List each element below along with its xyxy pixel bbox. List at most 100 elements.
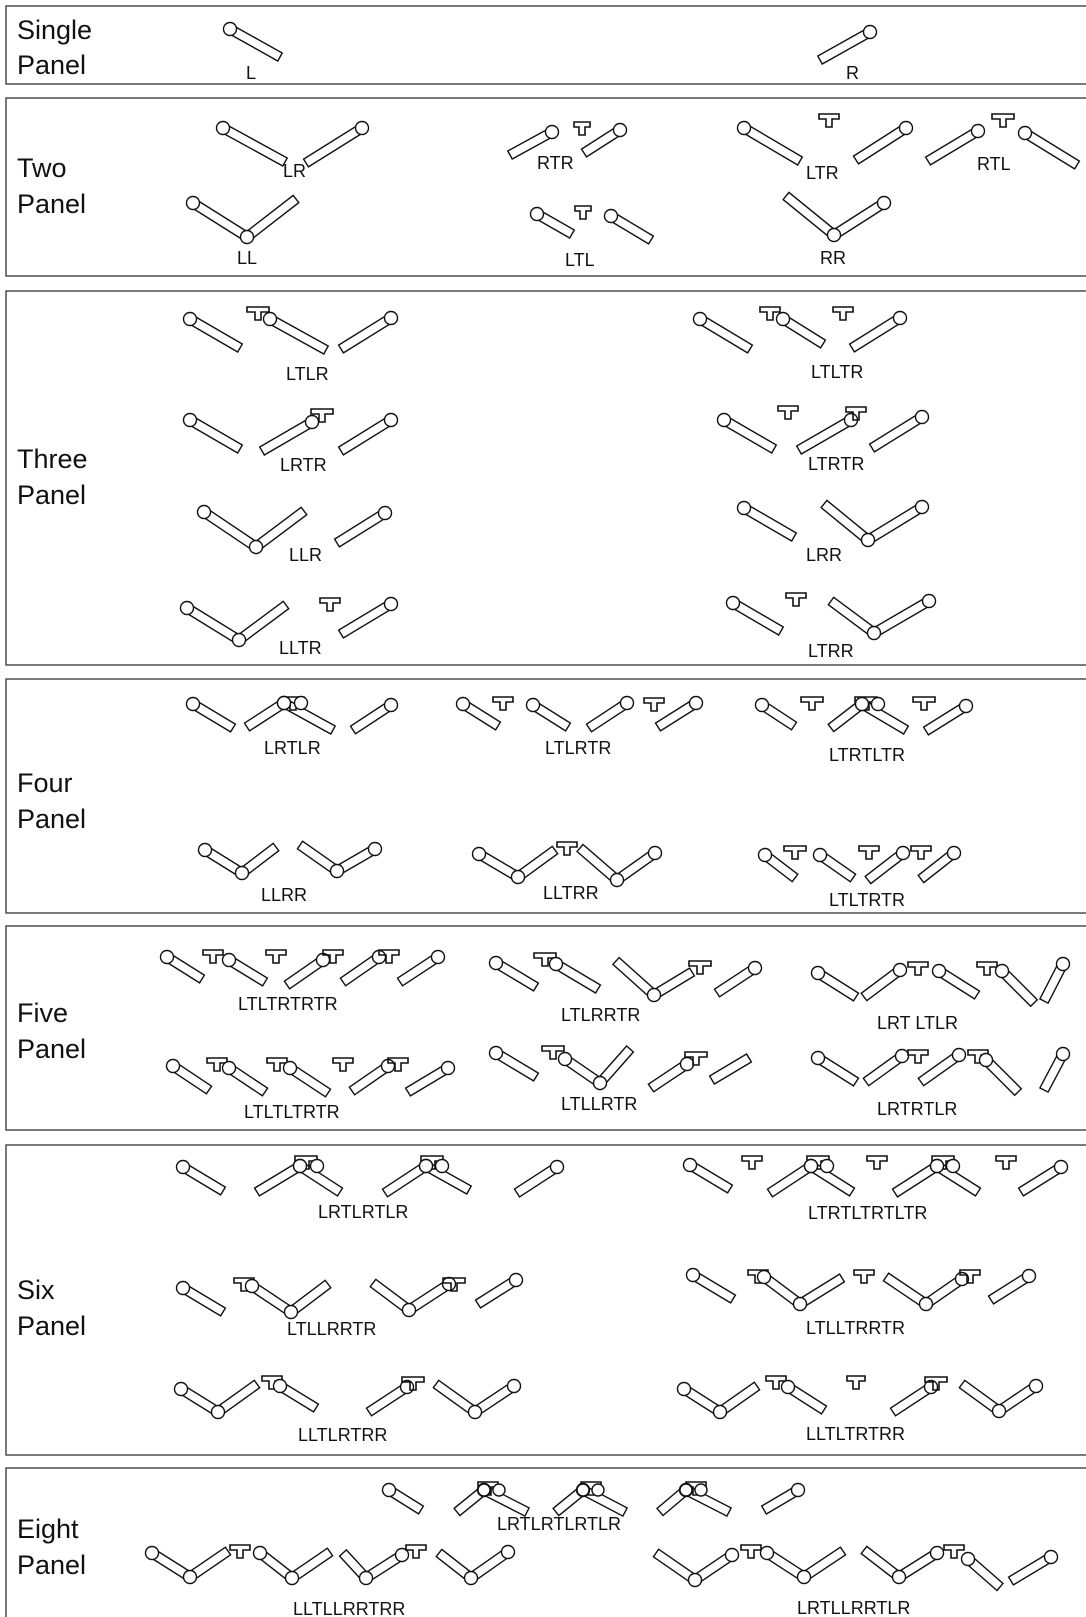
hinge-circle	[383, 412, 399, 428]
hinge-circle	[508, 1272, 524, 1288]
hinge-circle	[810, 965, 826, 981]
t-joint-icon	[541, 1045, 565, 1060]
section-title-line2: Panel	[17, 1550, 86, 1580]
section-title-line1: Two	[17, 153, 67, 183]
hinge-circle	[1055, 1046, 1071, 1062]
config-label: LTRR	[808, 641, 854, 661]
hinge-circle	[736, 500, 752, 516]
hinge-circle	[510, 869, 526, 885]
t-joint-icon	[206, 1057, 228, 1072]
config-label: RR	[820, 248, 846, 268]
hinge-circle	[862, 24, 878, 40]
hinge-circle	[144, 1545, 160, 1561]
section-title-line1: Single	[17, 15, 92, 45]
hinge-circle	[876, 195, 892, 211]
hinge-circle	[592, 1075, 608, 1091]
hinge-circle	[293, 695, 309, 711]
hinge-circle	[455, 696, 471, 712]
hinge-circle	[676, 1381, 692, 1397]
config-label: LRTR	[280, 455, 327, 475]
hinge-circle	[792, 1296, 808, 1312]
t-joint-icon	[332, 1057, 354, 1072]
hinge-circle	[182, 311, 198, 327]
t-joint-icon	[387, 1057, 409, 1072]
hinge-circle	[175, 1280, 191, 1296]
hinge-circle	[803, 1158, 819, 1174]
t-joint-icon	[907, 961, 929, 976]
hinge-circle	[215, 120, 231, 136]
hinge-circle	[892, 962, 908, 978]
hinge-circle	[870, 696, 886, 712]
hinge-circle	[1053, 1159, 1069, 1175]
hinge-circle	[892, 310, 908, 326]
config-label: LTLTRTR	[829, 890, 905, 910]
hinge-circle	[736, 120, 752, 136]
hinge-circle	[231, 632, 247, 648]
t-joint-icon	[740, 1544, 762, 1559]
section-title-line1: Six	[17, 1275, 55, 1305]
config-label: LLTLRTRR	[298, 1425, 387, 1445]
panel-glyphs	[144, 21, 1081, 1592]
hinge-circle	[991, 1403, 1007, 1419]
t-joint-icon	[556, 841, 578, 856]
hinge-circle	[557, 1051, 573, 1067]
t-joint-icon	[573, 121, 591, 136]
hinge-circle	[898, 120, 914, 136]
section-title-line1: Five	[17, 998, 68, 1028]
hinge-circle	[252, 1545, 268, 1561]
t-joint-icon	[266, 1057, 288, 1072]
hinge-circle	[860, 532, 876, 548]
t-joint-icon	[322, 949, 344, 964]
hinge-circle	[692, 311, 708, 327]
hinge-circle	[463, 1570, 479, 1586]
section-title-line2: Panel	[17, 804, 86, 834]
config-label: LTLTR	[811, 362, 863, 382]
hinge-circle	[576, 1483, 590, 1497]
config-label: LLTLTRTRR	[806, 1424, 905, 1444]
hinge-circle	[854, 696, 870, 712]
t-joint-icon	[688, 960, 712, 975]
hinge-circle	[929, 1545, 945, 1561]
hinge-circle	[383, 596, 399, 612]
config-label: LTRTLTRTLTR	[808, 1203, 927, 1223]
section-two-panel: Two Panel	[5, 97, 1086, 277]
hinge-circle	[796, 1569, 812, 1585]
hinge-circle	[687, 1572, 703, 1588]
t-joint-icon	[246, 306, 270, 321]
hinge-circle	[544, 124, 560, 140]
hinge-circle	[921, 593, 937, 609]
hinge-circle	[383, 310, 399, 326]
config-label: LTLTRTRTR	[238, 994, 338, 1014]
hinge-circle	[488, 955, 504, 971]
config-label: LRTRTLR	[877, 1099, 957, 1119]
hinge-circle	[381, 1482, 397, 1498]
t-joint-icon	[800, 696, 824, 711]
hinge-circle	[500, 1544, 516, 1560]
hinge-circle	[244, 1278, 260, 1294]
config-label: LRTLLRRTLR	[797, 1598, 910, 1617]
config-label: LRTLRTLR	[318, 1202, 408, 1222]
hinge-circle	[647, 845, 663, 861]
t-joint-icon	[783, 845, 807, 860]
t-joint-icon	[765, 1375, 787, 1390]
hinge-circle	[471, 846, 487, 862]
t-joint-icon	[976, 961, 998, 976]
hinge-circle	[759, 1545, 775, 1561]
hinge-circle	[492, 1483, 506, 1497]
config-label: LTLLRRTR	[287, 1319, 376, 1339]
t-joint-icon	[574, 205, 592, 220]
t-joint-icon	[777, 405, 799, 420]
hinge-circle	[946, 845, 962, 861]
hinge-circle	[960, 1551, 976, 1567]
hinge-circle	[179, 600, 195, 616]
hinge-circle	[488, 1045, 504, 1061]
section-eight-panel: Eight Panel	[5, 1467, 1086, 1617]
hinge-circle	[918, 1296, 934, 1312]
t-joint-icon	[759, 306, 781, 321]
hinge-circle	[1028, 1378, 1044, 1394]
hinge-circle	[383, 697, 399, 713]
hinge-circle	[506, 1378, 522, 1394]
hinge-circle	[401, 1302, 417, 1318]
section-five-panel: Five Panel	[5, 925, 1086, 1131]
t-joint-icon	[995, 1155, 1017, 1170]
